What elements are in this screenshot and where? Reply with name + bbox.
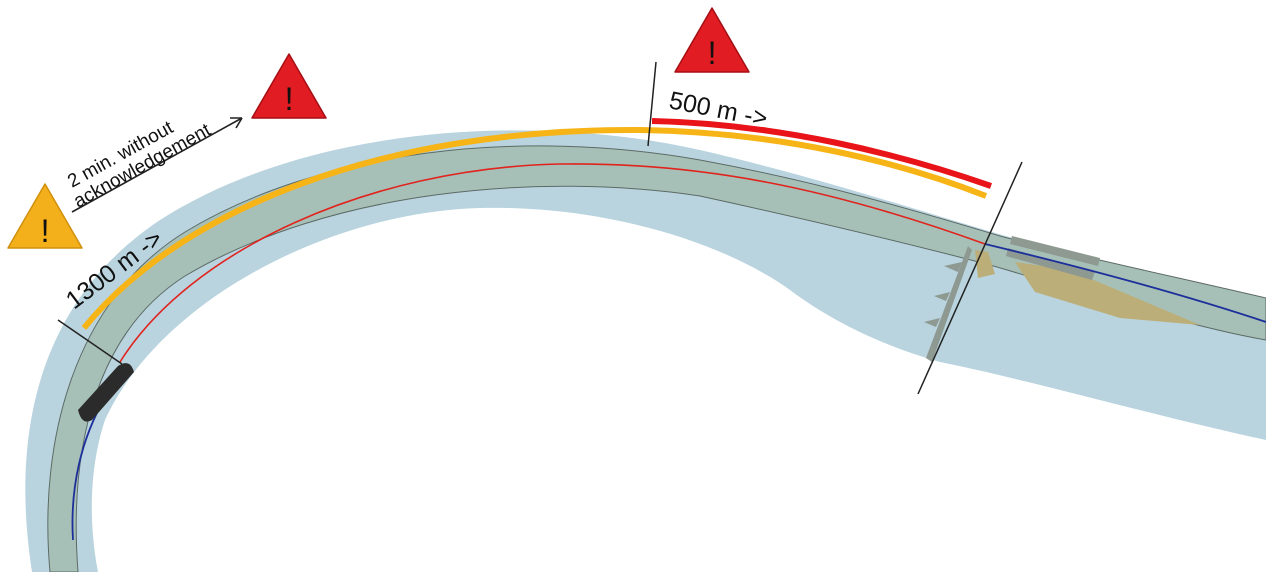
vessel-icon xyxy=(78,363,134,422)
sand-bank xyxy=(1015,262,1200,325)
svg-text:!: ! xyxy=(285,81,294,117)
lock-wall xyxy=(926,246,972,362)
pier-structure-2 xyxy=(1006,248,1095,280)
pier-structure xyxy=(1010,236,1100,266)
ack-arrow-head xyxy=(230,117,243,129)
fairway-channel xyxy=(47,145,1266,573)
marker-1300m xyxy=(57,319,123,365)
ack-arrow-line xyxy=(71,117,243,213)
caution-band xyxy=(81,126,988,330)
river-water xyxy=(25,130,1266,572)
alarm-warning-icon-500m: ! xyxy=(674,7,750,73)
alarm-warning-icon-ack: ! xyxy=(251,53,327,119)
svg-text:!: ! xyxy=(708,35,717,71)
route-line-after-lock xyxy=(984,243,1266,323)
marker-500m xyxy=(647,61,657,147)
caution-warning-icon: ! xyxy=(7,183,83,249)
alarm-band xyxy=(651,118,992,189)
svg-text:!: ! xyxy=(41,213,50,249)
marker-lock xyxy=(917,161,1023,395)
lock-wall-teeth xyxy=(924,262,962,327)
route-line-ahead xyxy=(119,163,986,363)
